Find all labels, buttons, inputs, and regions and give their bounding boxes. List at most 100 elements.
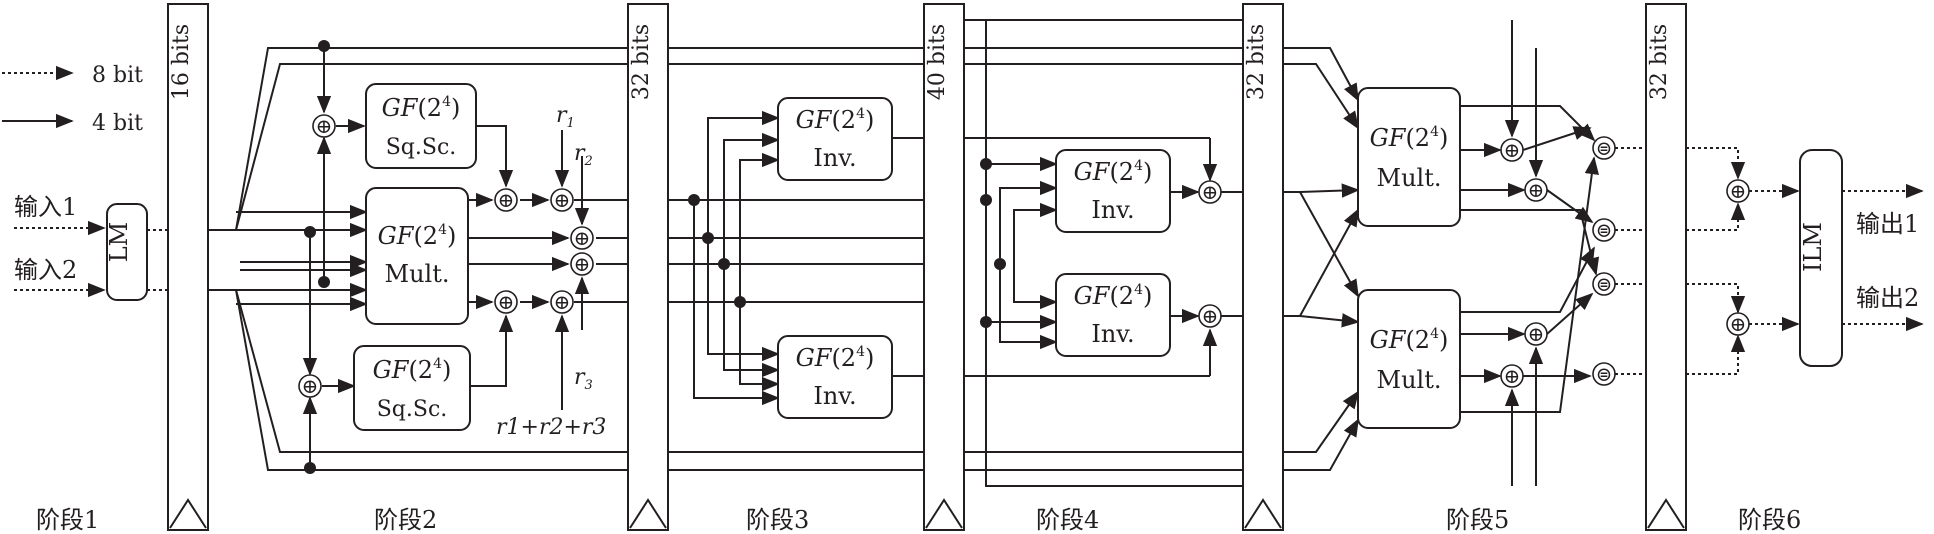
eq-symbol: ⊜ [1596,362,1613,386]
xor-node [312,114,336,138]
wire [208,63,628,231]
register-40bits [923,3,965,531]
register-label: 32 bits [1647,24,1672,100]
stage6: ⊕ ⊕ ILM 输出1 输出2 [1686,147,1924,375]
stage3: GF(24) Inv. GF(24) Inv. [668,47,924,471]
wire [1522,126,1592,151]
xor-symbol: ⊕ [574,252,591,276]
inv-label: Inv. [1091,320,1134,348]
wire [1299,183,1360,198]
xor-symbol: ⊕ [554,290,571,314]
stage5: GF(24) Mult. GF(24) Mult. ⊕ ⊕ ⊕ ⊕ ⊜ ⊜ [1283,20,1646,486]
register-16bits [167,3,209,531]
register-clock-icon [925,498,963,529]
stage-label-5: 阶段5 [1446,506,1509,534]
wire [999,180,1058,264]
gf-label: GF(24) [796,106,875,134]
inv-label: Inv. [1091,196,1134,224]
xor-symbol: ⊕ [498,290,515,314]
wire [1686,283,1746,314]
mask-r1: r1 [556,103,575,131]
xor-symbol: ⊕ [1504,364,1521,388]
sqsc-label: Sq.Sc. [386,135,457,160]
sqsc-label: Sq.Sc. [377,397,448,422]
mask-r2: r2 [574,141,593,169]
xor-symbol: ⊕ [302,374,319,398]
wire [470,314,514,387]
stage-label-6: 阶段6 [1738,506,1801,534]
register-32bits-b [1242,3,1284,531]
wire [1460,156,1599,413]
wire [1283,63,1359,130]
register-32bits-a [627,3,669,531]
gf-label: GF(24) [1370,124,1449,152]
output2-label: 输出2 [1856,284,1919,312]
inv-label: Inv. [813,144,856,172]
xor-symbol: ⊕ [316,114,333,138]
wire [1460,246,1595,313]
gf-mult-block-bottom [1357,289,1461,429]
ilm-block [1799,149,1843,367]
register-32bits-c [1645,3,1687,531]
stage-label-4: 阶段4 [1036,506,1099,534]
xor-symbol: ⊕ [574,226,591,250]
stage1-inputs: 输入1 输入2 LM [14,193,168,301]
xor-symbol: ⊕ [1202,180,1219,204]
xor-symbol: ⊕ [1730,312,1747,336]
eq-symbol: ⊜ [1596,136,1613,160]
wire [208,289,628,453]
gf-label: GF(24) [373,356,452,384]
eq-symbol: ⊜ [1596,272,1613,296]
legend: 8 bit 4 bit [2,63,143,136]
gf-label: GF(24) [1370,326,1449,354]
gf-mult-block [365,187,469,325]
legend-solid-label: 4 bit [92,111,143,136]
wire [476,125,514,188]
lm-block [106,203,148,301]
gf-mult-block-top [1357,87,1461,227]
wire [1283,47,1359,102]
wire [1283,208,1359,317]
wire [1013,202,1058,302]
wire [739,302,780,392]
register-label: 40 bits [925,24,950,100]
wire [1283,390,1360,453]
xor-symbol: ⊕ [1528,178,1545,202]
stage-label-3: 阶段3 [746,506,809,534]
register-clock-icon [629,498,667,529]
eq-symbol: ⊜ [1596,218,1613,242]
xor-node [494,188,518,212]
mask-sum: r1+r2+r3 [496,415,606,440]
wire [1686,334,1746,375]
wire [1546,189,1594,224]
wire [1686,147,1746,180]
wire [707,110,780,238]
wire [1460,209,1600,276]
xor-node [550,290,574,314]
wire [985,20,1243,487]
gf-label: GF(24) [1074,282,1153,310]
wire [1460,105,1596,142]
stage-label-1: 阶段1 [36,506,99,534]
stage-labels: 阶段1 阶段2 阶段3 阶段4 阶段5 阶段6 [36,506,1801,534]
xor-node [298,374,322,398]
mask-r3: r3 [574,365,593,393]
ilm-label: ILM [1799,222,1827,272]
wire [723,132,780,264]
output1-label: 输出1 [1856,210,1919,238]
stage-label-2: 阶段2 [374,506,437,534]
register-clock-icon [169,498,207,529]
wire [999,264,1058,350]
register-clock-icon [1647,498,1685,529]
wire [693,200,780,406]
register-label: 32 bits [1244,24,1269,100]
mult-label: Mult. [1377,366,1442,394]
pipeline-registers: 16 bits 32 bits 40 bits 32 bits 32 bits [167,3,1687,531]
xor-node [494,290,518,314]
stage4: GF(24) Inv. GF(24) Inv. ⊕ ⊕ [964,19,1243,487]
inv-label: Inv. [813,382,856,410]
gf-label: GF(24) [796,344,875,372]
gf-label: GF(24) [1074,158,1153,186]
stage2-blocks: GF(24) Sq.Sc. GF(24) Mult. GF(24) Sq.Sc.… [298,83,606,440]
